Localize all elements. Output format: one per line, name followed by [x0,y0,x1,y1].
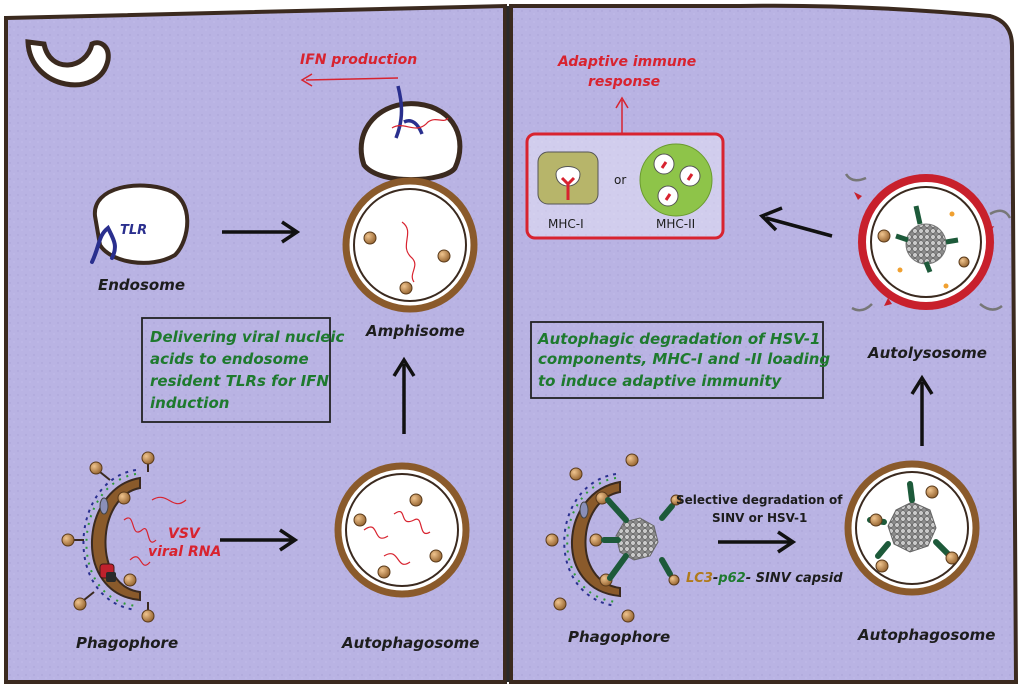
lc3-bead [925,485,939,499]
right-box-line-3: to induce adaptive immunity [538,372,782,390]
lc3-bead [670,494,682,506]
lc3-text: LC3 [686,571,713,586]
autolysosome-label: Autolysosome [867,344,987,362]
left-info-box [141,317,331,423]
left-box-line-2: acids to endosome [150,350,309,368]
vsv-viral-rna [123,517,157,566]
amphisome-rna [391,117,449,129]
ifn-production-label: IFN production [300,52,417,68]
adaptive-immune-label-1: Adaptive immune [557,54,696,70]
autolysosome-p62 [895,205,959,273]
amphisome-tlr [394,85,424,139]
lc3-p62-sinv-label: LC3-p62- SINV capsid [686,571,843,586]
left-box-line-3: resident TLRs for IFN [150,372,329,390]
or-label: or [614,173,626,187]
sinv-capsid-text: SINV capsid [756,571,844,586]
endocytic-pit [25,39,111,88]
endosome-label: Endosome [98,276,185,294]
selective-degradation-label-2: SINV or HSV-1 [712,511,807,525]
arrow-phagophore-to-autophagosome-head [279,528,299,552]
endosome [92,183,190,265]
arrow-autophagosome-to-autolysosome-head [910,374,934,395]
arrow-autolysosome-to-mhc [765,216,833,238]
autophagosome-viral-rna [363,526,389,539]
adaptive-arrow-head [615,96,629,109]
arrow-phagophore-to-autophagosome-right-head [777,530,797,554]
arrow-autolysosome-to-mhc-head [758,206,783,232]
dash-text-1: - [713,571,718,586]
autophagosome-right-label: Autophagosome [857,626,995,644]
arrow-endosome-to-amphisome-head [281,220,301,244]
phagophore-right-label: Phagophore [568,628,670,646]
amphisome-label: Amphisome [365,322,465,340]
p62-adaptors [601,497,675,581]
vsv-viral-rna [151,496,187,505]
left-box-line-1: Delivering viral nucleic [150,328,345,346]
protease-dot [897,267,903,273]
amphisome-inner-membrane [353,188,467,302]
lc3-bead [377,565,391,579]
autophagosome-left-label: Autophagosome [341,634,479,652]
ifn-arrow-head [300,73,313,87]
amphisome-body [342,177,478,313]
selective-degradation-label-1: Selective degradation of [676,493,843,507]
amphisome-viral-rna [401,221,416,283]
sinv-capsid-right [615,517,659,561]
lc3-bead [869,513,883,527]
autophagosome-left [334,462,470,598]
autophagosome-right-inner [855,471,969,585]
lc3-bead [399,281,413,295]
lc3-bead [353,513,367,527]
autophagosome-left-inner [345,473,459,587]
autolysosome-inner [870,186,982,298]
mhc-i-label: MHC-I [548,217,584,231]
lysosome-fusion-marks [844,173,1012,312]
phagophore-right [545,453,639,623]
mhc-ii-cell [639,143,713,217]
mhc-i-molecule [560,176,576,200]
autophagosome-viral-rna [383,553,411,565]
mhc-ii-label: MHC-II [656,217,695,231]
phagophore-left-label: Phagophore [76,634,178,652]
adaptive-immune-label-2: response [588,74,660,90]
right-box-line-2: components, MHC-I and -II loading [538,350,830,368]
amphisome-top-lobe [358,101,463,183]
autolysosome-degraded-capsid [905,223,947,265]
lc3-bead [958,256,970,268]
dash-text-2: - [746,571,756,586]
lc3-bead [875,559,889,573]
lc3-bead [945,551,959,565]
lc3-bead [429,549,443,563]
phagophore-left [61,451,155,623]
vsv-label: VSV [168,526,201,542]
lc3-bead [877,229,891,243]
viral-rna-label: viral RNA [148,544,221,560]
lc3-bead [409,493,423,507]
mhc-ii-molecule [660,161,694,201]
lc3-bead [363,231,377,245]
left-box-line-4: induction [150,394,229,412]
autophagosome-viral-rna [393,511,431,535]
tlr-receptor [90,224,117,264]
tlr-label: TLR [120,223,147,238]
protease-dot [949,211,955,217]
lc3-bead [668,574,680,586]
arrow-autophagosome-to-amphisome-head [392,356,416,377]
right-info-box [530,321,824,399]
sinv-capsid-inside [887,501,937,553]
mhc-i-vesicle [555,166,581,187]
lc3-bead [437,249,451,263]
protease-dot [943,283,949,289]
p62-text: p62 [717,571,745,586]
right-box-line-1: Autophagic degradation of HSV-1 [537,330,820,348]
ifn-arrow [305,77,399,81]
